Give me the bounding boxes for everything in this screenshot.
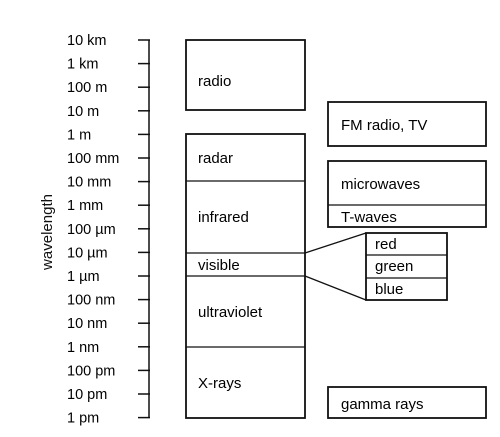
axis-tick-label: 1 pm bbox=[67, 411, 99, 427]
visible-detail-green: green bbox=[375, 258, 413, 275]
axis-tick-label: 1 µm bbox=[67, 269, 100, 285]
band-label-xrays: X-rays bbox=[198, 375, 241, 392]
visible-detail-blue: blue bbox=[375, 281, 403, 298]
side-band-label-fm-radio-tv: FM radio, TV bbox=[341, 117, 427, 134]
side-band-gamma-rays bbox=[327, 386, 487, 419]
axis-tick-label: 100 pm bbox=[67, 363, 115, 379]
side-band-label-gamma-rays: gamma rays bbox=[341, 396, 424, 413]
connector-bottom bbox=[304, 275, 367, 301]
visible-detail-red: red bbox=[375, 236, 397, 253]
visible-detail-box bbox=[365, 232, 448, 301]
side-band-label-twaves: T-waves bbox=[341, 209, 397, 226]
axis-tick-label: 1 mm bbox=[67, 198, 103, 214]
axis-tick-label: 10 m bbox=[67, 104, 99, 120]
band-radio bbox=[185, 39, 306, 111]
side-band-microwaves-twaves bbox=[327, 160, 487, 228]
axis-tick-label: 10 mm bbox=[67, 175, 111, 191]
axis-tick-label: 1 nm bbox=[67, 340, 99, 356]
axis-tick-label: 100 nm bbox=[67, 293, 115, 309]
axis-tick-label: 10 pm bbox=[67, 387, 107, 403]
axis-tick-label: 100 m bbox=[67, 80, 107, 96]
side-band-label-microwaves: microwaves bbox=[341, 176, 420, 193]
axis-tick-label: 100 mm bbox=[67, 151, 119, 167]
tick-group: 10 km 1 km 100 m 10 m 1 m 100 mm 10 mm 1 mm 100 … bbox=[67, 33, 150, 427]
axis-tick-label: 1 km bbox=[67, 57, 98, 73]
axis-tick-label: 10 km bbox=[67, 33, 107, 49]
axis-tick-label: 100 µm bbox=[67, 222, 116, 238]
axis-tick-label: 10 nm bbox=[67, 316, 107, 332]
band-label-radio: radio bbox=[198, 73, 231, 90]
axis-title: wavelength bbox=[39, 194, 56, 271]
connector-top bbox=[304, 232, 367, 254]
band-label-infrared: infrared bbox=[198, 209, 249, 226]
band-label-visible: visible bbox=[198, 257, 240, 274]
side-band-fm-radio-tv bbox=[327, 101, 487, 147]
axis-tick-label: 1 m bbox=[67, 127, 91, 143]
band-label-radar: radar bbox=[198, 150, 233, 167]
axis-tick-label: 10 µm bbox=[67, 245, 108, 261]
band-label-ultraviolet: ultraviolet bbox=[198, 304, 263, 321]
